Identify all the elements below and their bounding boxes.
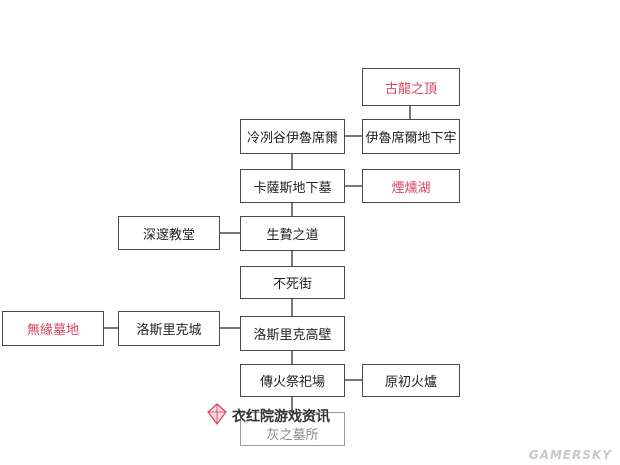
node-yuanchu: 原初火爐 bbox=[362, 364, 460, 397]
node-shengji: 生贄之道 bbox=[240, 216, 345, 251]
node-lengliegu: 冷冽谷伊魯席爾 bbox=[240, 119, 345, 154]
node-busi: 不死街 bbox=[240, 266, 345, 299]
node-luosicheng: 洛斯里克城 bbox=[118, 311, 220, 346]
node-chuanhuo: 傳火祭祀場 bbox=[240, 364, 345, 397]
watermark-text: 衣红院游戏资讯 bbox=[232, 409, 330, 425]
node-kasalan: 卡薩斯地下墓 bbox=[240, 169, 345, 203]
brand-logo: GAMERSKY bbox=[528, 448, 612, 462]
node-dixialao: 伊魯席爾地下牢 bbox=[362, 119, 460, 154]
node-wuyuan: 無緣墓地 bbox=[2, 311, 104, 346]
node-shensui: 深邃教堂 bbox=[118, 216, 220, 250]
node-gulong: 古龍之頂 bbox=[362, 68, 460, 106]
kite-icon bbox=[206, 403, 228, 429]
node-yanxun: 煙燻湖 bbox=[362, 169, 460, 203]
watermark: 衣红院游戏资讯 bbox=[206, 403, 330, 429]
node-luosibi: 洛斯里克高壁 bbox=[240, 316, 345, 351]
node-huizhi: 灰之墓所 bbox=[240, 412, 345, 446]
